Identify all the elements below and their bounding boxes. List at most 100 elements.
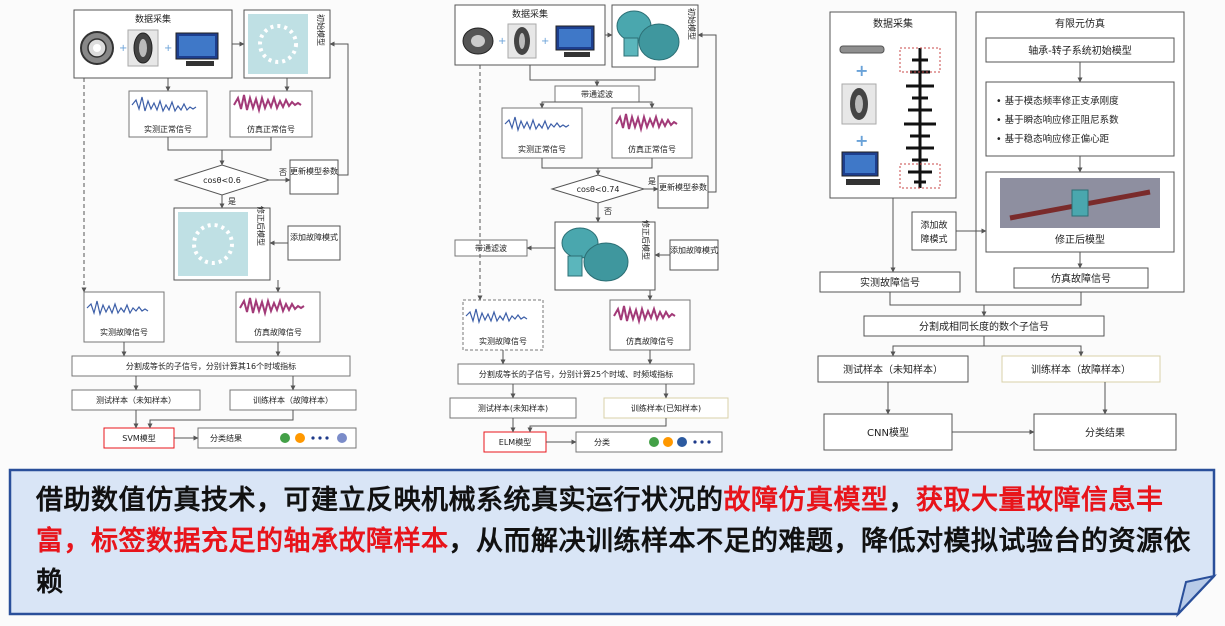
d1-init-model-image <box>248 14 308 74</box>
d3-bullet-1: • 基于模态频率修正支承刚度 <box>996 95 1119 107</box>
gear-model-icon <box>561 227 629 282</box>
d3-train-box <box>1001 355 1161 383</box>
summary-text: 借助数值仿真技术，可建立反映机械系统真实运行状况的故障仿真模型，获取大量故障信息… <box>36 480 1206 603</box>
bearing-icon <box>258 24 298 64</box>
ellipsis-dot <box>707 440 711 444</box>
d3-sim-fault-label: 仿真故障信号 <box>1051 272 1111 285</box>
summary-callout: 借助数值仿真技术，可建立反映机械系统真实运行状况的故障仿真模型，获取大量故障信息… <box>8 468 1218 618</box>
d2-add-fault-box <box>669 239 719 271</box>
waveform-icon <box>239 297 305 317</box>
bearing-icon <box>80 31 114 65</box>
waveform-icon <box>465 308 528 325</box>
d1-condition: cosθ<0.6 <box>203 176 241 185</box>
gear-model-icon <box>616 10 680 61</box>
wheel-icon <box>462 27 494 55</box>
d2-corrected-model-label: 修正后模型 <box>641 220 651 260</box>
class-dot <box>649 437 659 447</box>
d2-bandpass-label: 带通滤波 <box>581 89 613 99</box>
d1-add-fault-box <box>287 225 341 261</box>
d3-plus-2: + <box>855 131 868 150</box>
d3-train-label: 训练样本（故障样本） <box>1031 363 1131 376</box>
d1-data-collection-label: 数据采集 <box>135 13 171 25</box>
computer-icon <box>175 32 219 66</box>
diagrams-canvas: 数据采集 + + 初始模型 实测正常信号 仿真正常信号 <box>71 4 1185 453</box>
summary-part-3: ，从而解决训练样本不足的难题，降低对模拟试验台的资源依赖 <box>36 526 1191 598</box>
d2-test-label: 测试样本(未知样本) <box>478 403 548 413</box>
callout-shape <box>8 468 1217 618</box>
ellipsis-dot <box>325 436 329 440</box>
waveform-icon <box>86 300 149 317</box>
class-dot <box>280 433 290 443</box>
d1-sim-normal-box <box>229 90 313 138</box>
d2-add-fault-label: 添加故障模式 <box>670 245 718 255</box>
summary-part-2: ， <box>888 485 916 516</box>
wheel-icon <box>841 83 877 125</box>
d2-split-label: 分割成等长的子信号，分别计算25个时域、时频域指标 <box>479 369 673 379</box>
summary-highlight-1: 故障仿真模型 <box>723 485 889 516</box>
d1-init-model-label: 初始模型 <box>316 14 326 46</box>
d3-init-model-label: 轴承-转子系统初始模型 <box>1028 44 1132 57</box>
d1-train-label: 训练样本（故障样本） <box>253 395 333 405</box>
d3-fem-label: 有限元仿真 <box>1055 17 1105 30</box>
d2-yes: 是 <box>648 177 656 186</box>
d3-highlight-box <box>899 47 941 73</box>
d1-measured-fault-label: 实测故障信号 <box>100 327 148 337</box>
d2-plus-2: + <box>541 36 549 47</box>
d3-result-label: 分类结果 <box>1085 426 1125 439</box>
d2-measured-normal-label: 实测正常信号 <box>518 144 566 154</box>
d1-split-box <box>71 355 351 377</box>
waveform-icon <box>131 96 197 113</box>
d2-measured-fault-label: 实测故障信号 <box>479 336 527 346</box>
d3-plus-1: + <box>855 61 868 80</box>
d3-connectors <box>885 62 1108 435</box>
d1-update-params-box <box>289 159 339 195</box>
summary-highlight-2: 获取大量故障信息丰富，标签数据充足的轴承故障样本 <box>36 485 1164 557</box>
wheel-icon <box>127 29 159 67</box>
d3-highlight-box <box>899 163 941 189</box>
d2-sim-normal-label: 仿真正常信号 <box>628 144 676 154</box>
waveform-icon <box>233 94 302 114</box>
d3-add-fault-label-1: 添加故 <box>920 219 947 231</box>
class-dot <box>663 437 673 447</box>
d2-bandpass2-label: 带通滤波 <box>475 243 507 253</box>
ellipsis-dot <box>311 436 315 440</box>
d3-measured-fault-label: 实测故障信号 <box>860 276 920 289</box>
d1-update-params-label: 更新模型参数 <box>290 166 338 176</box>
d1-sim-normal-label: 仿真正常信号 <box>247 124 295 134</box>
waveform-icon <box>615 113 678 133</box>
ellipsis-dot <box>700 440 704 444</box>
class-dot <box>677 437 687 447</box>
d1-test-label: 测试样本（未知样本） <box>96 395 176 405</box>
d1-add-fault-label: 添加故障模式 <box>290 232 338 242</box>
d1-classifier-label: SVM模型 <box>122 433 155 443</box>
d2-classifier-label: ELM模型 <box>499 437 531 447</box>
d2-result-label: 分类 <box>594 437 610 447</box>
wheel-icon <box>507 23 537 59</box>
d2-split-box <box>457 363 695 385</box>
d1-measured-fault-box <box>83 291 165 343</box>
d2-plus-1: + <box>498 36 506 47</box>
d2-init-model-label: 初始模型 <box>687 8 697 40</box>
d1-yes: 是 <box>228 197 236 206</box>
d2-sim-fault-label: 仿真故障信号 <box>626 336 674 346</box>
d2-no: 否 <box>604 207 612 216</box>
diagram-cnn: 数据采集 + + 有限元仿真 轴承-转子系统初始模型 • 基于模态频率修正支承刚… <box>817 11 1185 451</box>
d3-corrected-model-label: 修正后模型 <box>1055 233 1105 246</box>
computer-icon <box>841 151 880 185</box>
bearing-icon <box>192 223 234 265</box>
d2-train-label: 训练样本(已知样本) <box>631 403 701 413</box>
d1-no: 否 <box>279 168 287 177</box>
d3-split-label: 分割成相同长度的数个子信号 <box>919 320 1049 333</box>
d1-corrected-model-image <box>178 212 248 276</box>
d3-add-fault-box <box>911 211 957 251</box>
d3-result-box <box>1033 413 1177 451</box>
d2-condition: cosθ<0.74 <box>577 185 620 194</box>
d1-plus-1: + <box>119 43 127 54</box>
d3-test-box <box>817 355 969 383</box>
d2-data-collection-label: 数据采集 <box>512 8 548 20</box>
ellipsis-dot <box>693 440 697 444</box>
d1-connectors <box>81 41 349 441</box>
d1-measured-normal-label: 实测正常信号 <box>144 124 192 134</box>
d3-data-collection-label: 数据采集 <box>873 17 913 30</box>
d3-correction-box <box>985 81 1175 157</box>
